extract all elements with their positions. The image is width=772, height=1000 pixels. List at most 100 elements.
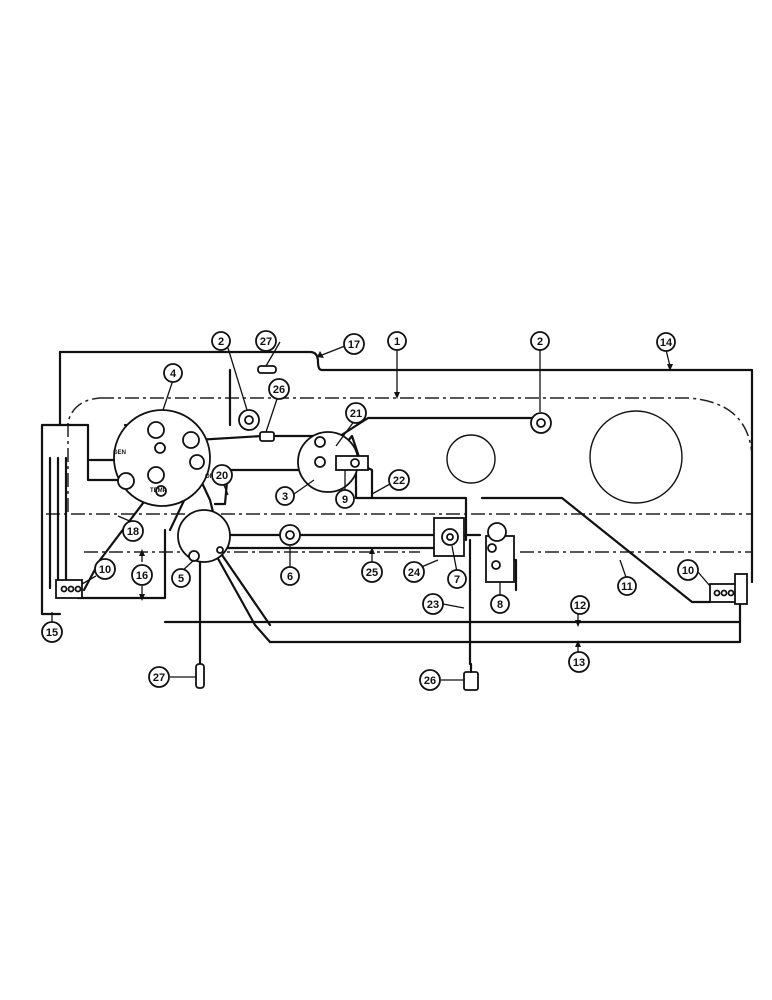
harness-wire-16	[76, 528, 167, 600]
gauge-oil-label: OIL	[205, 474, 215, 480]
svg-text:10: 10	[99, 564, 111, 576]
svg-text:13: 13	[573, 657, 585, 669]
svg-text:27: 27	[260, 336, 272, 348]
fuse-27-bottom	[195, 663, 205, 689]
ammeter-terminal-mid	[314, 456, 326, 468]
svg-text:17: 17	[348, 339, 360, 351]
harness-wire-top-left	[58, 350, 232, 427]
switch-8-body	[485, 535, 515, 583]
svg-text:18: 18	[127, 526, 139, 538]
harness-wire-22	[354, 466, 468, 542]
svg-text:9: 9	[342, 494, 348, 506]
callout-15: 15	[41, 621, 63, 643]
gauge-left-terminal	[117, 472, 135, 490]
callout-2-left: 2	[211, 331, 231, 351]
switch-8-terminal-a	[487, 543, 497, 553]
callout-4: 4	[163, 363, 183, 383]
ignition-terminal-a	[188, 550, 200, 562]
callout-27-bottom: 27	[148, 666, 170, 688]
switch-8-knob-top	[487, 522, 507, 542]
gauge-gen-bottom-terminal	[147, 466, 165, 484]
callout-23: 23	[422, 593, 444, 615]
callout-10-right: 10	[677, 559, 699, 581]
harness-wire-left-drop	[40, 423, 90, 616]
callout-16: 16	[131, 564, 153, 586]
connector-block-10-right-pin	[713, 589, 721, 597]
ignition-switch-5	[177, 509, 231, 563]
connector-block-10-left-pin	[67, 585, 75, 593]
svg-text:5: 5	[178, 573, 184, 585]
svg-text:26: 26	[273, 384, 285, 396]
callout-1: 1	[387, 331, 407, 351]
svg-text:12: 12	[574, 600, 586, 612]
connector-26-top	[259, 431, 275, 442]
svg-text:14: 14	[660, 337, 673, 349]
connector-block-10-right-pin	[727, 589, 735, 597]
svg-text:7: 7	[454, 574, 460, 586]
harness-wire-14	[58, 350, 754, 584]
callout-25: 25	[361, 561, 383, 583]
svg-text:10: 10	[682, 565, 694, 577]
callout-21: 21	[345, 402, 367, 424]
switch-7-inner	[446, 533, 454, 541]
callout-26-bottom: 26	[419, 669, 441, 691]
callout-5: 5	[171, 568, 191, 588]
callout-13: 13	[568, 651, 590, 673]
callout-2-right: 2	[530, 331, 550, 351]
svg-text:27: 27	[153, 672, 165, 684]
harness-wire-13	[268, 598, 742, 644]
harness-wire-11	[480, 496, 712, 604]
gauge-gen-label: GEN	[113, 450, 126, 456]
fuse-27-top	[257, 365, 277, 374]
leader-lines	[51, 341, 711, 681]
connector-bracket-right	[734, 573, 748, 605]
gauge-right-terminal	[182, 431, 200, 449]
callout-8: 8	[490, 594, 510, 614]
callout-3: 3	[275, 486, 295, 506]
gauge-oil-terminal	[189, 454, 205, 470]
svg-text:16: 16	[136, 570, 148, 582]
connector-26-bottom	[463, 671, 479, 691]
callout-24: 24	[403, 561, 425, 583]
light-socket-2-right-inner	[536, 418, 546, 428]
callout-18: 18	[122, 520, 144, 542]
gauge-gen-top-terminal	[147, 421, 165, 439]
callout-6: 6	[280, 566, 300, 586]
svg-text:26: 26	[424, 675, 436, 687]
svg-text:6: 6	[287, 571, 293, 583]
ammeter-terminal-top	[314, 436, 326, 448]
svg-text:1: 1	[394, 336, 400, 348]
svg-text:21: 21	[350, 408, 362, 420]
callout-27-top: 27	[255, 330, 277, 352]
switch-8-terminal-b	[491, 560, 501, 570]
svg-text:11: 11	[621, 581, 633, 593]
panel-opening-small	[446, 434, 496, 484]
connector-block-10-left-pin	[74, 585, 82, 593]
callout-9: 9	[335, 489, 355, 509]
callout-11: 11	[617, 576, 637, 596]
gauge-mid-terminal	[154, 442, 166, 454]
connector-block-10-left-pin	[60, 585, 68, 593]
svg-text:2: 2	[537, 336, 543, 348]
svg-text:15: 15	[46, 627, 58, 639]
ignition-terminal-b	[216, 546, 224, 554]
callout-22: 22	[388, 469, 410, 491]
harness-wire-15	[48, 456, 68, 590]
svg-text:20: 20	[216, 470, 228, 482]
light-socket-6-inner	[285, 530, 295, 540]
svg-text:23: 23	[427, 599, 439, 611]
terminal-block-9-screw	[350, 458, 360, 468]
svg-text:8: 8	[497, 599, 503, 611]
callout-17: 17	[343, 333, 365, 355]
svg-text:22: 22	[393, 475, 405, 487]
harness-wire-ignition-down	[198, 553, 272, 666]
callout-20: 20	[211, 464, 233, 486]
callout-12: 12	[570, 595, 590, 615]
svg-text:3: 3	[282, 491, 288, 503]
svg-text:2: 2	[218, 336, 224, 348]
panel-opening-large	[589, 410, 683, 504]
callout-14: 14	[656, 332, 676, 352]
callout-26-top: 26	[268, 378, 290, 400]
gauge-temp-label: TEMP	[150, 488, 167, 494]
